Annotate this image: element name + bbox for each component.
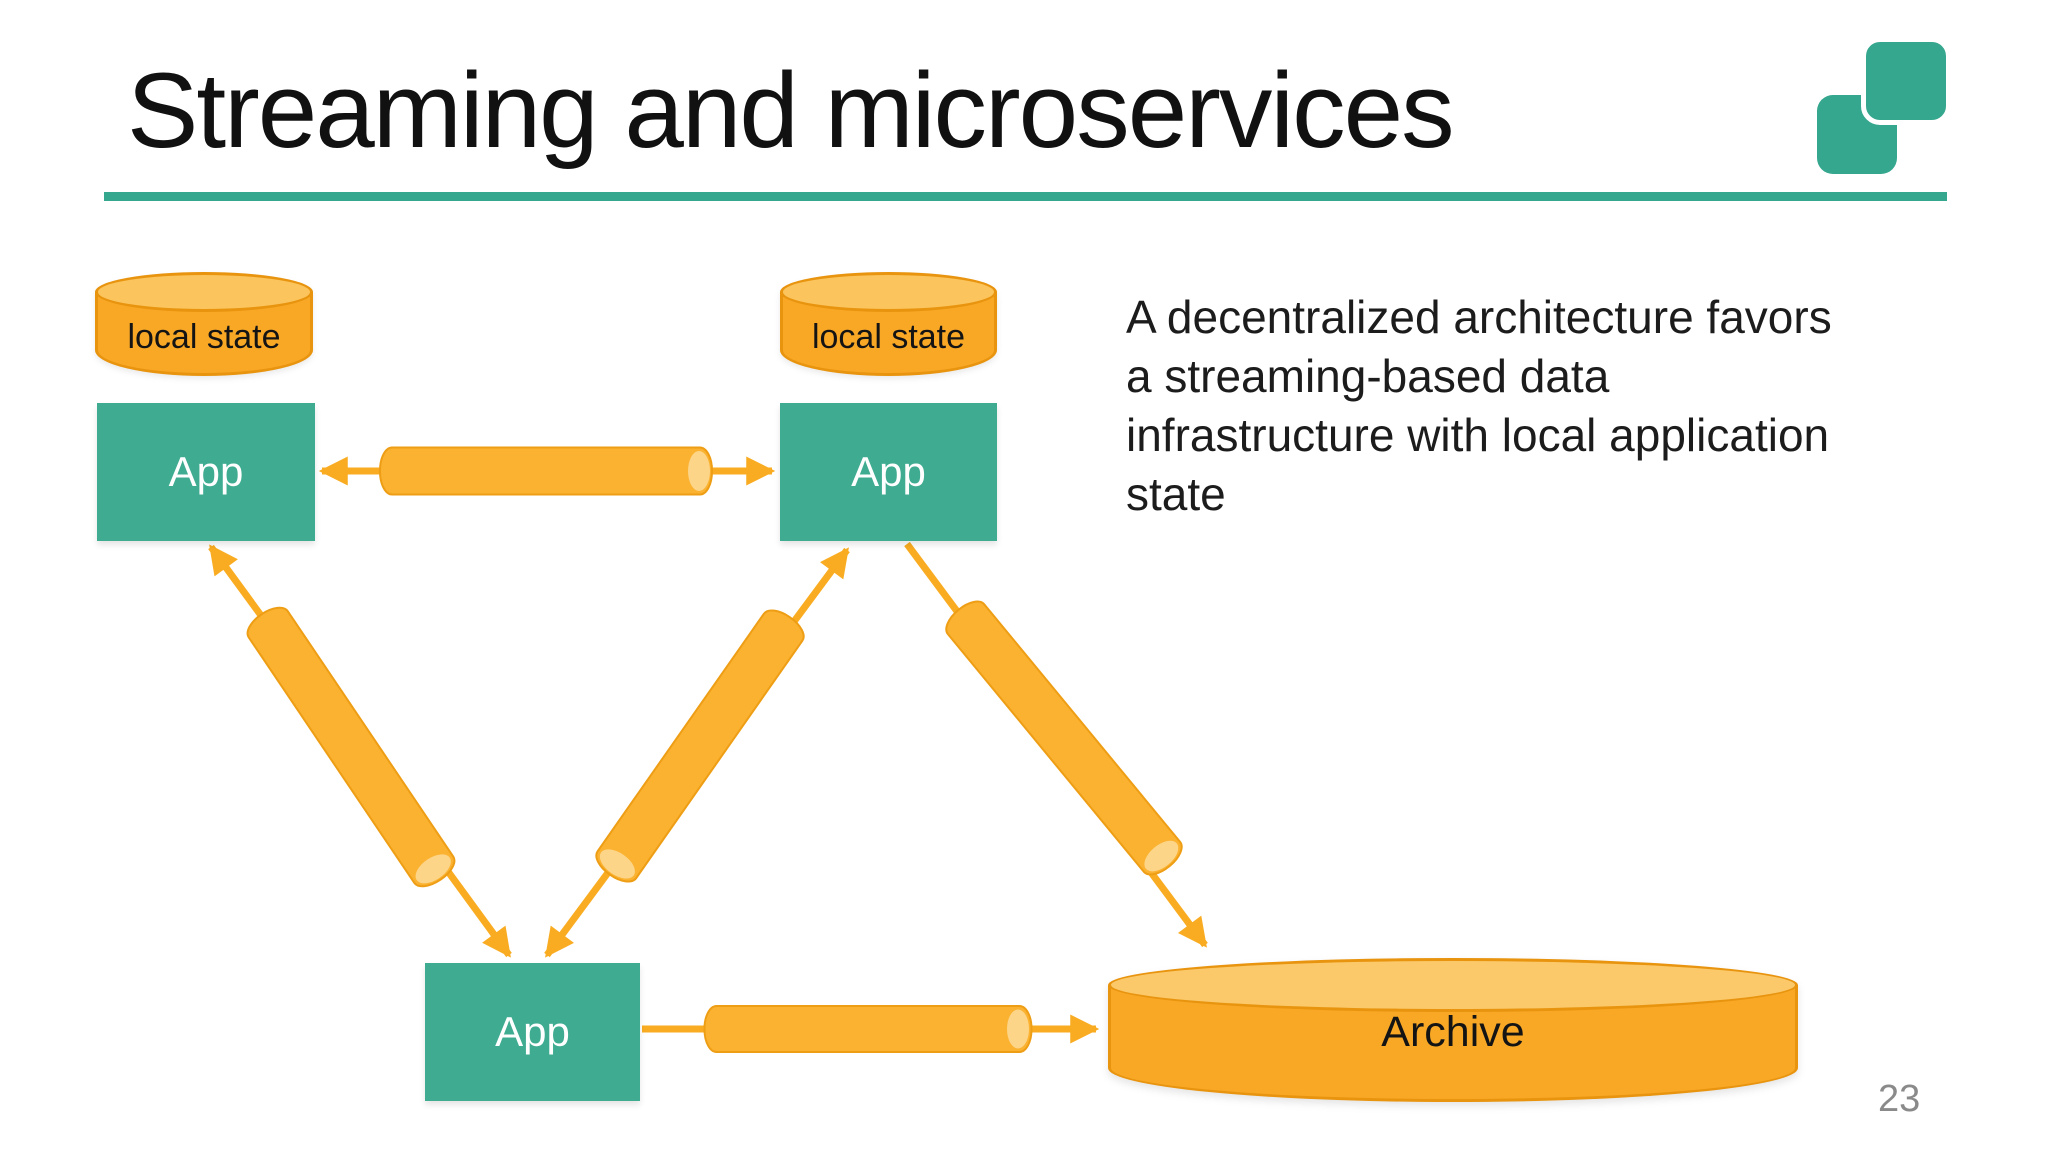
caption: A decentralized architecture favors a st… [1126, 288, 1832, 524]
pipe-app-left-app-bottom [246, 606, 456, 888]
arrow-app-left-app-bottom [208, 544, 512, 958]
pipe-app-bottom-archive [703, 1005, 1033, 1053]
archive-cylinder: Archive [1108, 958, 1798, 1102]
caption-line: A decentralized architecture favors [1126, 291, 1832, 343]
caption-line: a streaming-based data [1126, 350, 1610, 402]
pipe-app-right-app-bottom [595, 609, 805, 883]
cylinder-top-face [780, 272, 997, 312]
logo-square-front-icon [1861, 37, 1951, 125]
local-state-label: local state [127, 317, 281, 356]
app-box-label: App [168, 448, 244, 495]
app-box-label: App [495, 1008, 570, 1055]
app-box-bottom: App [425, 963, 640, 1101]
pipe-app-left-app-right [379, 446, 713, 496]
local-state-cylinder-left: local state [95, 272, 313, 376]
cylinder-top-face [1108, 958, 1798, 1012]
arrow-app-right-archive [904, 541, 1208, 948]
pipe-app-right-archive [945, 600, 1183, 876]
archive-label: Archive [1381, 1007, 1525, 1056]
caption-line: infrastructure with local application [1126, 409, 1830, 461]
page-number: 23 [1878, 1078, 1921, 1120]
logo [1810, 35, 1955, 180]
app-box-label: App [851, 448, 926, 495]
title-underline [104, 192, 1947, 201]
local-state-cylinder-right: local state [780, 272, 997, 376]
app-box-right: App [780, 403, 997, 541]
caption-line: state [1126, 468, 1226, 520]
app-box-left: App [97, 403, 315, 541]
local-state-label: local state [811, 317, 966, 356]
slide-title: Streaming and microservices [127, 50, 1455, 170]
cylinder-top-face [95, 272, 313, 312]
arrow-app-right-app-bottom [544, 547, 850, 958]
